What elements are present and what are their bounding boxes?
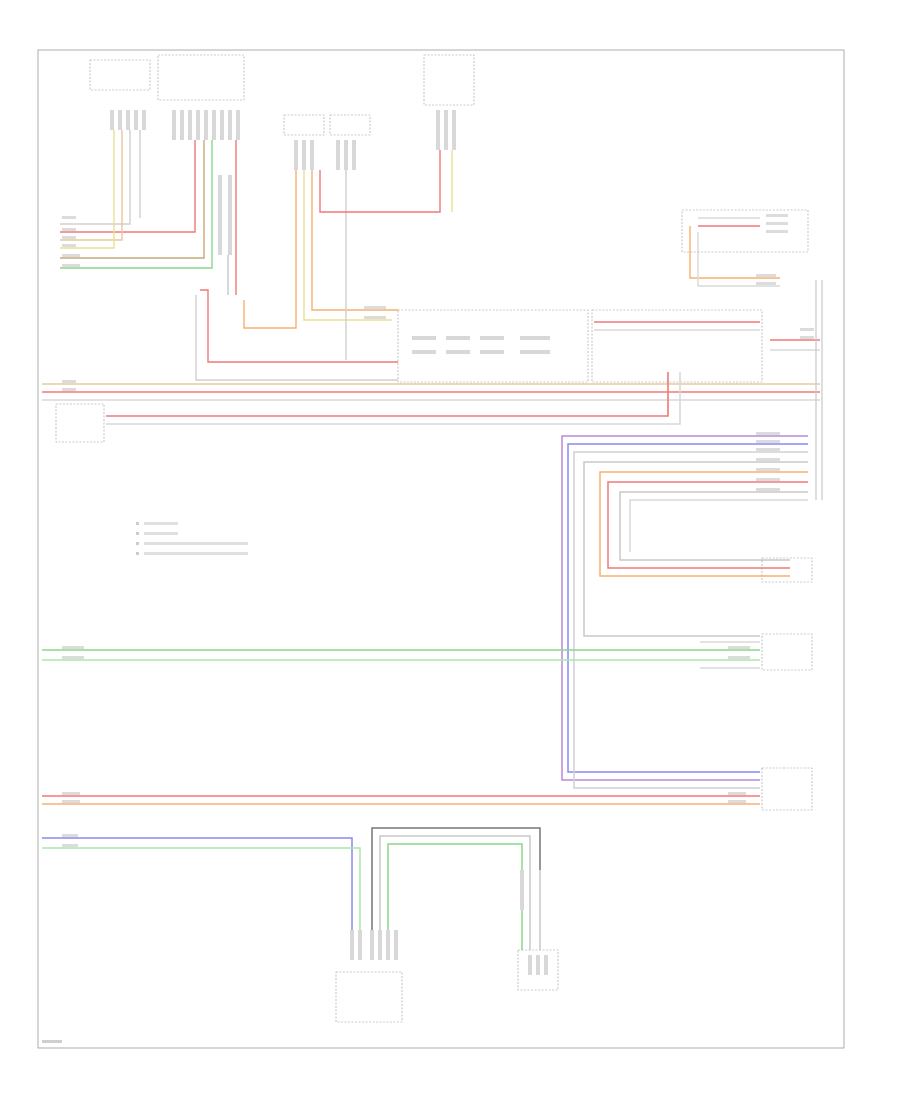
wire-group-right-harness	[561, 435, 808, 789]
wire-label-chips	[62, 214, 814, 847]
footer-code-mark	[42, 1040, 62, 1043]
connector-bottom-left	[335, 971, 403, 1023]
wire-group-bottom	[42, 827, 541, 950]
connector-left-box	[55, 403, 105, 443]
connector-mid-a	[283, 114, 325, 136]
wire-group-top-left	[60, 130, 213, 269]
vertical-harness-right	[815, 280, 823, 500]
splice-box-center	[397, 309, 763, 383]
connector-top-mid	[157, 54, 245, 101]
wire-group-green-pair	[42, 641, 760, 669]
connector-top-right	[423, 54, 475, 106]
connector-top-left	[89, 59, 151, 91]
pin-block-bottom	[350, 870, 548, 975]
legend-markers	[136, 522, 139, 555]
diagram-frame	[37, 49, 845, 1049]
legend-lines	[144, 522, 248, 555]
connector-bottom-right	[517, 949, 559, 991]
wire-bus-main	[42, 321, 820, 425]
connector-right-group	[761, 557, 813, 811]
splice-labels	[412, 336, 550, 354]
connector-mid-b	[329, 114, 371, 136]
wire-group-top-mid	[195, 140, 453, 381]
wire-group-right-top	[689, 217, 780, 287]
connector-right-top	[681, 209, 809, 253]
wire-group-red-orange	[42, 795, 760, 805]
pin-block-top	[110, 110, 456, 255]
